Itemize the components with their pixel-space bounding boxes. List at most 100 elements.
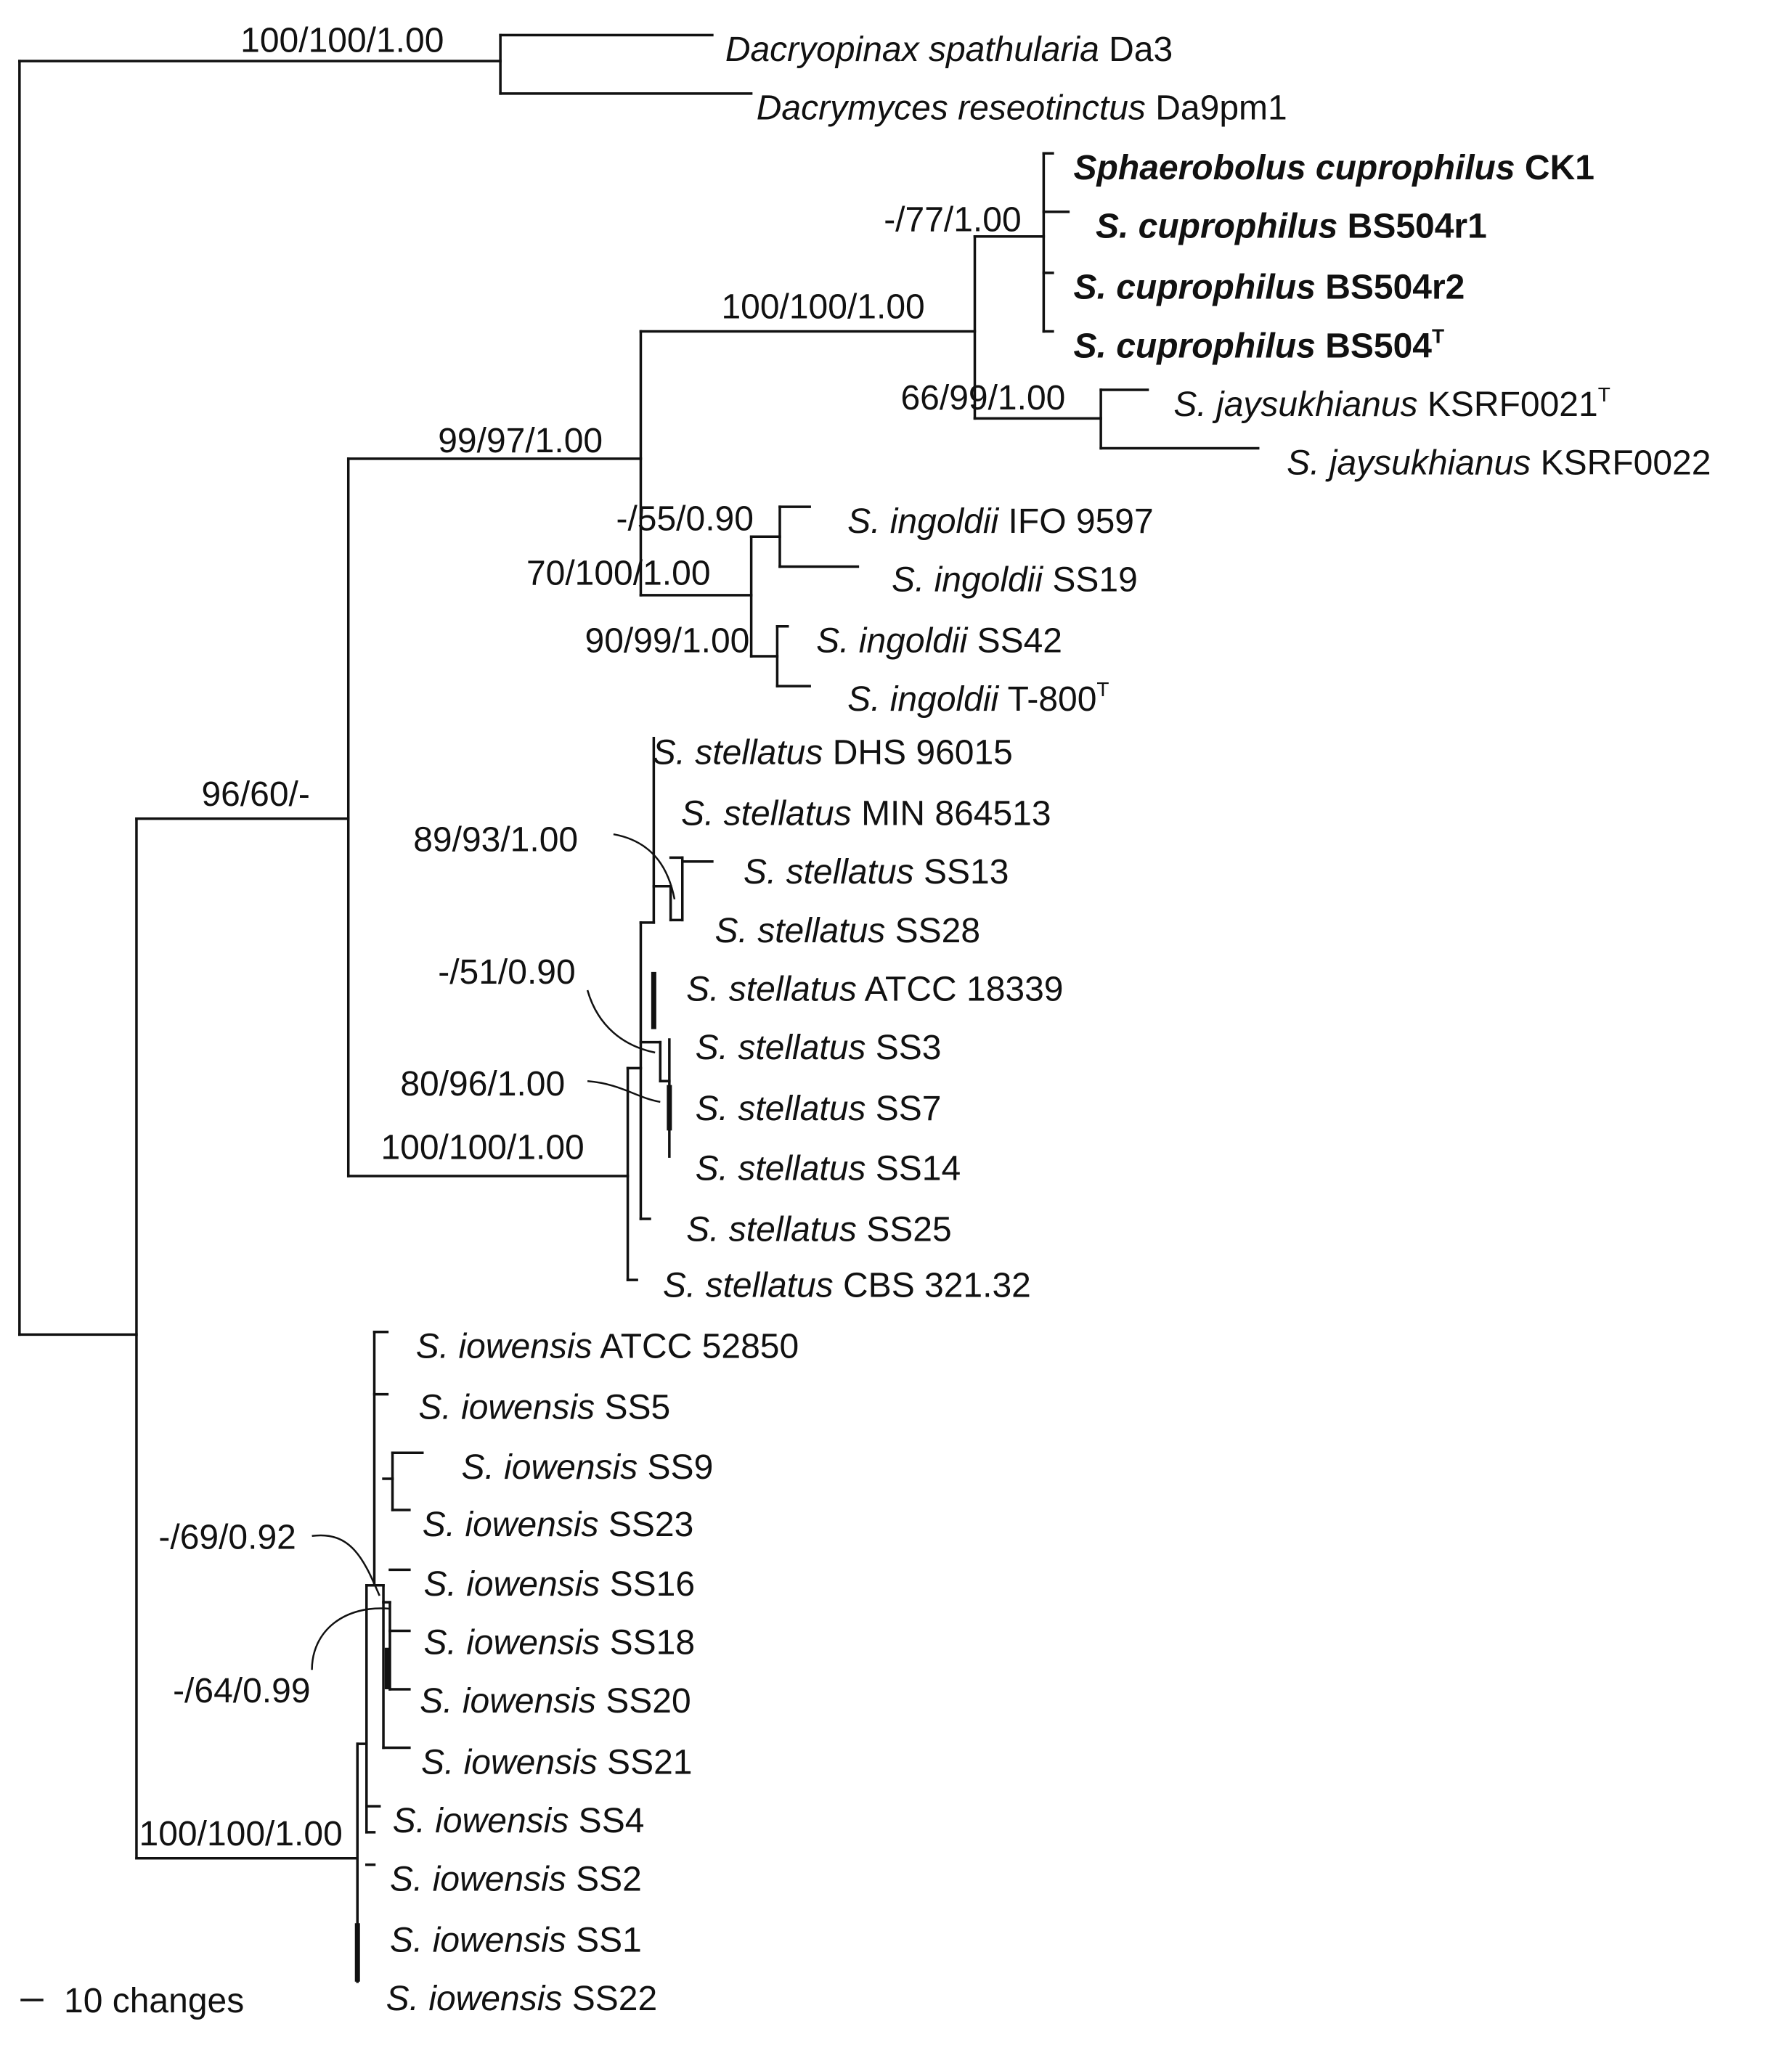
tip-label: S. stellatus SS25 [686, 1210, 952, 1249]
taxon-genus: S. stellatus [653, 734, 823, 772]
support-leader [311, 1534, 380, 1596]
taxon-genus: S. iowensis [390, 1922, 566, 1960]
tip-label: S. stellatus SS28 [715, 912, 981, 950]
taxon-genus: Dacryopinax spathularia [725, 30, 1099, 69]
taxon-genus: Dacrymyces reseotinctus [757, 89, 1146, 128]
tip-label: S. iowensis SS23 [423, 1506, 694, 1544]
taxon-genus: S. iowensis [424, 1565, 600, 1604]
taxon-strain: SS16 [600, 1565, 695, 1604]
tip-label: S. ingoldii T-800T [847, 678, 1109, 719]
tip-label: S. cuprophilus BS504r2 [1074, 269, 1465, 307]
tip-label: S. stellatus ATCC 18339 [686, 970, 1063, 1008]
taxon-strain: BS504r1 [1337, 208, 1486, 246]
taxon-genus: S. stellatus [686, 970, 857, 1008]
tip-label: S. cuprophilus BS504T [1074, 324, 1445, 365]
taxon-strain: SS2 [566, 1860, 642, 1898]
taxon-genus: S. iowensis [420, 1682, 596, 1721]
taxon-genus: S. stellatus [681, 795, 852, 833]
tip-label: S. iowensis SS20 [420, 1682, 691, 1721]
taxon-strain: IFO 9597 [998, 502, 1153, 541]
type-marker: T [1432, 324, 1444, 347]
support-leader [587, 1080, 661, 1103]
tip-label: S. stellatus MIN 864513 [681, 795, 1051, 833]
tip-label: S. stellatus SS3 [696, 1029, 942, 1067]
tip-label: S. stellatus DHS 96015 [653, 734, 1013, 772]
tip-label: Dacrymyces reseotinctus Da9pm1 [757, 89, 1287, 128]
taxon-strain: SS19 [1043, 560, 1138, 599]
tip-label: S. iowensis SS18 [424, 1624, 696, 1662]
scale-bar-label: 10 changes [64, 1982, 244, 2020]
tip-label: S. iowensis SS22 [386, 1980, 658, 2018]
support-value: 96/60/- [201, 775, 309, 814]
tip-label: S. iowensis SS16 [424, 1565, 696, 1604]
taxon-genus: S. cuprophilus [1096, 208, 1337, 246]
annotation-leaders [311, 833, 676, 1670]
taxon-strain: ATCC 52850 [592, 1328, 799, 1366]
tip-label: S. stellatus SS13 [744, 853, 1009, 891]
support-value: 100/100/1.00 [721, 288, 924, 327]
taxon-strain: CBS 321.32 [834, 1266, 1031, 1305]
taxon-strain: MIN 864513 [852, 795, 1051, 833]
taxon-strain: SS4 [569, 1802, 644, 1840]
taxon-genus: S. jaysukhianus [1287, 444, 1531, 482]
taxon-strain: SS14 [866, 1149, 961, 1188]
tip-label: S. jaysukhianus KSRF0021T [1173, 383, 1610, 424]
taxon-strain: SS18 [600, 1624, 695, 1662]
taxon-genus: S. iowensis [390, 1860, 566, 1898]
tip-label: S. iowensis SS4 [393, 1802, 645, 1840]
taxon-genus: S. iowensis [461, 1448, 638, 1487]
support-value: 100/100/1.00 [380, 1129, 584, 1167]
taxon-strain: SS9 [638, 1448, 713, 1487]
taxon-genus: S. iowensis [386, 1980, 563, 2018]
taxon-strain: SS7 [866, 1090, 941, 1128]
tip-label: S. iowensis SS1 [390, 1922, 642, 1960]
taxon-genus: S. stellatus [696, 1029, 866, 1067]
taxon-genus: S. stellatus [696, 1149, 866, 1188]
taxon-genus: S. stellatus [696, 1090, 866, 1128]
type-marker: T [1096, 678, 1109, 701]
taxon-strain: SS20 [596, 1682, 691, 1721]
taxon-strain: SS28 [885, 912, 980, 950]
taxon-strain: SS1 [566, 1922, 642, 1960]
support-leader [311, 1607, 391, 1670]
tip-label: S. cuprophilus BS504r1 [1096, 208, 1487, 246]
taxon-strain: BS504r2 [1316, 269, 1465, 307]
support-leader [586, 989, 656, 1054]
support-leader [613, 833, 676, 899]
scale-bar: 10 changes [20, 1982, 244, 2020]
taxon-genus: S. ingoldii [847, 680, 999, 719]
tip-label: S. iowensis SS5 [418, 1389, 670, 1427]
taxon-genus: S. ingoldii [892, 560, 1043, 599]
tip-label: S. iowensis ATCC 52850 [416, 1328, 799, 1366]
taxon-strain: Da9pm1 [1146, 89, 1287, 128]
tip-label: S. iowensis SS2 [390, 1860, 642, 1898]
tip-label: S. ingoldii IFO 9597 [847, 502, 1154, 541]
support-value: 99/97/1.00 [438, 422, 603, 460]
taxon-genus: S. ingoldii [816, 622, 968, 661]
support-value: -/69/0.92 [158, 1519, 296, 1557]
tip-label: S. stellatus SS14 [696, 1149, 961, 1188]
support-value: 89/93/1.00 [413, 820, 578, 859]
support-value: -/77/1.00 [884, 201, 1021, 240]
taxon-strain: SS5 [595, 1389, 670, 1427]
taxon-genus: Sphaerobolus cuprophilus [1074, 149, 1515, 187]
taxon-genus: S. iowensis [423, 1506, 599, 1544]
taxon-strain: BS504 [1316, 327, 1432, 365]
taxon-genus: S. ingoldii [847, 502, 999, 541]
taxon-genus: S. iowensis [421, 1743, 598, 1781]
taxon-genus: S. iowensis [416, 1328, 592, 1366]
support-value: -/55/0.90 [616, 499, 753, 538]
taxon-genus: S. iowensis [393, 1802, 569, 1840]
support-value: 100/100/1.00 [240, 22, 444, 60]
taxon-genus: S. stellatus [744, 853, 914, 891]
taxon-strain: SS13 [914, 853, 1009, 891]
taxon-genus: S. iowensis [418, 1389, 595, 1427]
taxon-genus: S. jaysukhianus [1173, 385, 1417, 424]
support-value: 70/100/1.00 [526, 555, 711, 593]
taxon-strain: ATCC 18339 [857, 970, 1064, 1008]
taxon-strain: SS42 [967, 622, 1062, 661]
taxon-strain: DHS 96015 [823, 734, 1013, 772]
taxon-strain: KSRF0021 [1418, 385, 1598, 424]
support-value: 100/100/1.00 [139, 1815, 343, 1853]
